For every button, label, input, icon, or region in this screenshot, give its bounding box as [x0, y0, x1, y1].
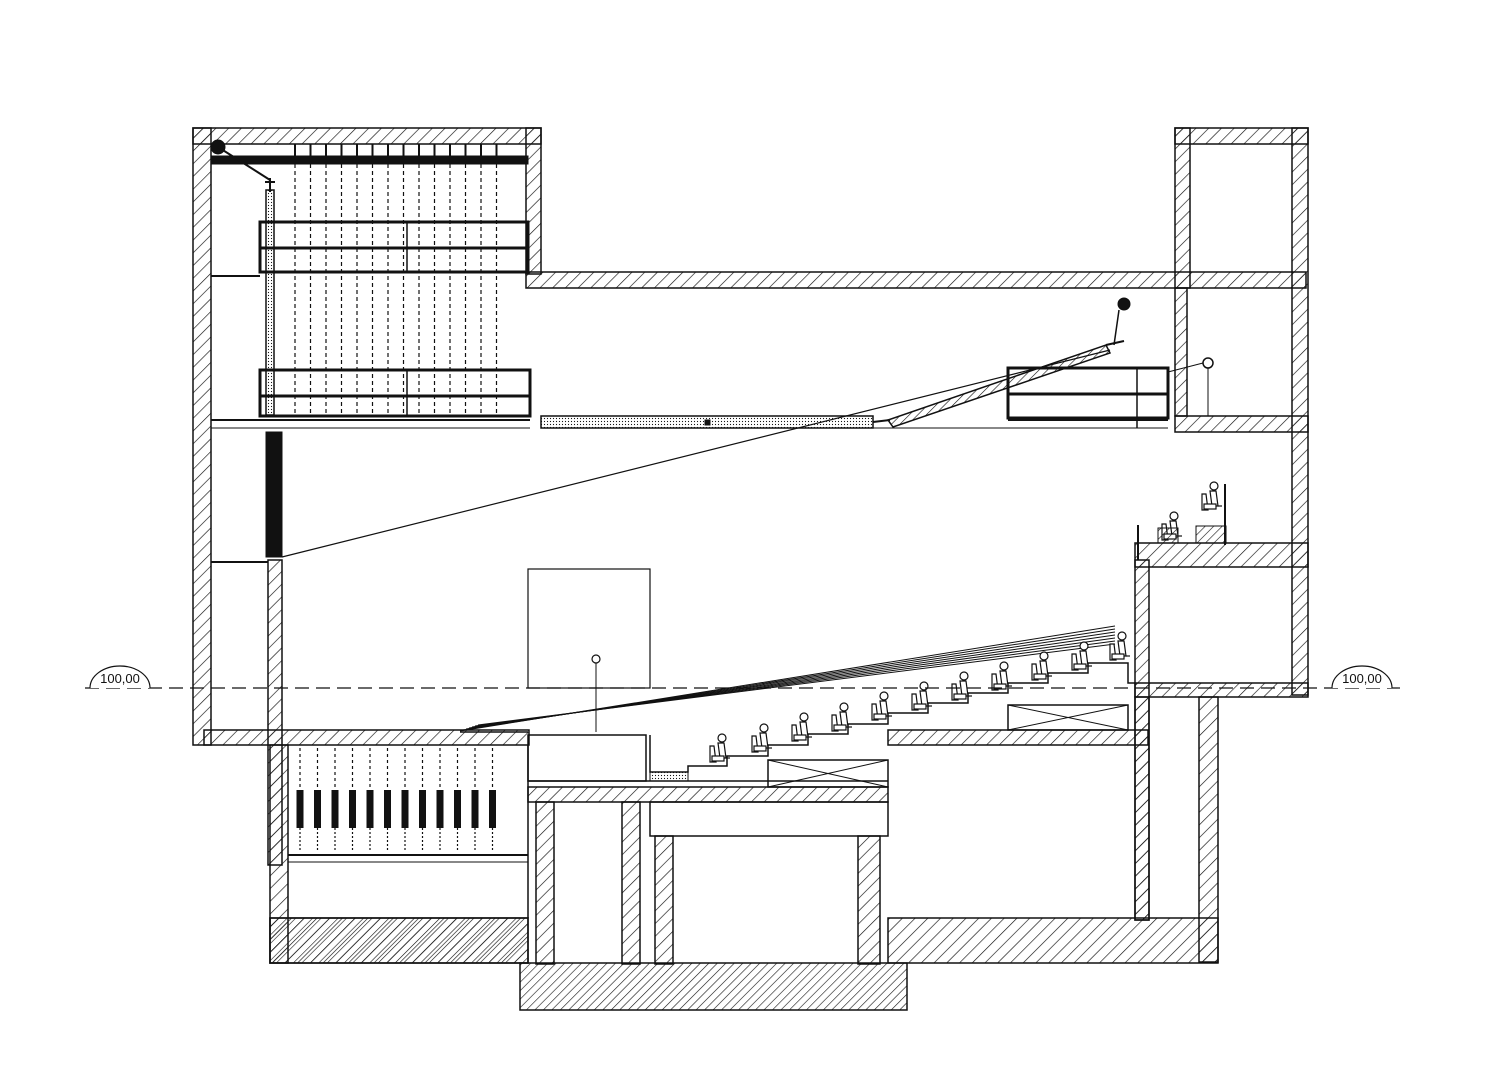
seat	[791, 712, 812, 742]
fly-tower-roof	[192, 127, 542, 145]
seat	[751, 723, 772, 753]
seat	[951, 671, 972, 701]
pit-support-left	[535, 801, 555, 965]
level-marker-right-text: 100,00	[1342, 671, 1382, 686]
fly-tower-left-wall	[192, 127, 212, 746]
winch-pulley	[1117, 297, 1131, 311]
understage-lifts	[288, 745, 529, 918]
grid-diagonal	[217, 146, 271, 181]
stage-floor-slab	[203, 729, 530, 746]
sight-line	[281, 349, 1111, 558]
seat-sight-lines	[459, 625, 1116, 732]
ceiling-elements	[540, 297, 1214, 429]
understage-lift	[331, 748, 339, 852]
structure-walls	[192, 127, 1309, 1011]
understage-lift	[489, 748, 496, 852]
stalls-floor-slab	[887, 729, 1149, 746]
balcony-seats	[1157, 481, 1227, 544]
seating-support-box-2	[1007, 704, 1129, 731]
right-foundation	[887, 917, 1219, 964]
right-tower-roof	[1174, 127, 1309, 145]
understage-lift	[436, 748, 444, 852]
seat	[709, 733, 730, 763]
seat	[1071, 641, 1092, 671]
understage-lift	[314, 748, 321, 852]
seat	[871, 691, 892, 721]
inclined-lighting-bridge	[886, 344, 1112, 428]
understage-lift	[296, 748, 304, 852]
level-marker-left-text: 100,00	[100, 671, 140, 686]
grid-beam	[211, 155, 529, 165]
understage-lift	[366, 748, 374, 852]
pit-support-mid2	[654, 835, 674, 965]
fly-tower-rigging	[210, 139, 532, 563]
seat	[991, 661, 1012, 691]
seat	[1201, 481, 1222, 511]
sight-line-ray	[477, 643, 1116, 726]
rear-stalls-wall	[1134, 696, 1150, 921]
seat	[1031, 651, 1052, 681]
pit-slab	[527, 786, 889, 803]
stage-set-frame	[527, 568, 651, 689]
lower-fly-gallery	[258, 368, 532, 418]
safety-curtain	[265, 431, 283, 558]
understage-lift	[471, 748, 479, 852]
foundation-block	[519, 962, 908, 1011]
pit-lower-box	[649, 801, 889, 837]
stalls-seats	[709, 631, 1130, 763]
right-tower-left-wall	[1174, 127, 1191, 289]
foyer-floor-slab	[1134, 682, 1309, 698]
fly-battens	[294, 144, 498, 416]
level-marker-right: 100,00	[1331, 665, 1393, 689]
orchestra-pit-lift	[527, 734, 647, 782]
seat	[831, 702, 852, 732]
understage-lift	[349, 748, 356, 852]
seating-support-box-1	[767, 759, 889, 788]
understage-lift	[384, 748, 391, 852]
pit-support-mid	[621, 801, 641, 965]
seat	[1109, 631, 1130, 661]
understage-lift	[401, 748, 409, 852]
level-marker-left: 100,00	[89, 665, 151, 689]
pit-floor-fill	[269, 917, 529, 964]
right-outer-wall	[1291, 127, 1309, 696]
right-tech-floor	[1174, 415, 1309, 433]
balcony-slab	[1134, 542, 1309, 568]
seat	[911, 681, 932, 711]
pit-support-right	[857, 835, 881, 965]
understage-lift	[454, 748, 461, 852]
understage-lift	[419, 748, 426, 852]
counterweight-rail	[265, 189, 275, 416]
right-tech-inner-wall	[1174, 287, 1188, 417]
